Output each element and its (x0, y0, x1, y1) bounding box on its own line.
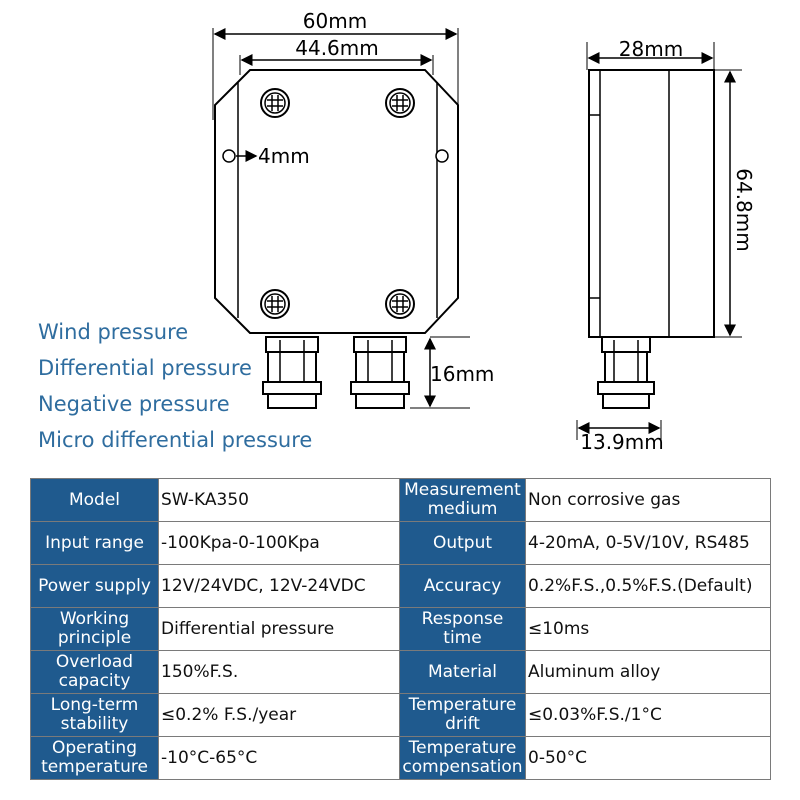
spec-value: 4-20mA, 0-5V/10V, RS485 (525, 521, 771, 565)
spec-label: Operating temperature (30, 736, 159, 780)
spec-label: Overload capacity (30, 650, 159, 694)
table-row: Operating temperature -10°C-65°C Tempera… (30, 736, 771, 780)
table-row: Long-term stability ≤0.2% F.S./year Temp… (30, 693, 771, 737)
dim-fitting-width: 13.9mm (580, 430, 664, 454)
feature-item: Micro differential pressure (38, 428, 313, 452)
fitting-right (350, 336, 410, 409)
spec-label: Measurement medium (399, 478, 526, 522)
spec-table: Model SW-KA350 Measurement medium Non co… (30, 478, 771, 780)
feature-list: Wind pressure Differential pressure Nega… (38, 314, 312, 458)
spec-label: Accuracy (399, 564, 526, 608)
dim-fitting-height: 16mm (430, 362, 494, 386)
mounting-hole-left (222, 149, 236, 163)
spec-value: Differential pressure (158, 607, 400, 651)
spec-value: 12V/24VDC, 12V-24VDC (158, 564, 400, 608)
dim-depth: 28mm (619, 37, 683, 61)
housing-outline (214, 69, 459, 334)
side-view (576, 42, 742, 440)
spec-label: Temperature compensation (399, 736, 526, 780)
spec-value: ≤0.03%F.S./1°C (525, 693, 771, 737)
spec-value: ≤10ms (525, 607, 771, 651)
table-row: Overload capacity 150%F.S. Material Alum… (30, 650, 771, 694)
spec-value: 150%F.S. (158, 650, 400, 694)
table-row: Input range -100Kpa-0-100Kpa Output 4-20… (30, 521, 771, 565)
spec-value: Aluminum alloy (525, 650, 771, 694)
front-view (212, 28, 470, 409)
spec-value: Non corrosive gas (525, 478, 771, 522)
spec-value: -10°C-65°C (158, 736, 400, 780)
feature-item: Negative pressure (38, 392, 230, 416)
feature-item: Differential pressure (38, 356, 252, 380)
feature-item: Wind pressure (38, 320, 189, 344)
spec-label: Temperature drift (399, 693, 526, 737)
screw-icon (385, 289, 415, 319)
spec-label: Long-term stability (30, 693, 159, 737)
spec-label: Model (30, 478, 159, 522)
dim-height: 64.8mm (732, 168, 756, 252)
spec-value: -100Kpa-0-100Kpa (158, 521, 400, 565)
screw-group (260, 88, 415, 319)
table-row: Power supply 12V/24VDC, 12V-24VDC Accura… (30, 564, 771, 608)
dim-width-total: 60mm (303, 9, 367, 33)
spec-label: Material (399, 650, 526, 694)
screw-icon (260, 289, 290, 319)
screw-icon (260, 88, 290, 118)
mounting-hole-right (435, 149, 449, 163)
spec-value: SW-KA350 (158, 478, 400, 522)
spec-value: ≤0.2% F.S./year (158, 693, 400, 737)
spec-value: 0-50°C (525, 736, 771, 780)
side-dimensions (577, 52, 736, 434)
pressure-fittings (262, 336, 410, 409)
spec-label: Response time (399, 607, 526, 651)
table-row: Model SW-KA350 Measurement medium Non co… (30, 478, 771, 522)
dim-hole: 4mm (258, 144, 310, 168)
dim-width-inner: 44.6mm (295, 36, 379, 60)
spec-label: Output (399, 521, 526, 565)
fitting-left (262, 336, 322, 409)
side-fitting (597, 336, 655, 409)
spec-label: Power supply (30, 564, 159, 608)
screw-icon (385, 88, 415, 118)
side-housing (588, 69, 715, 338)
spec-label: Input range (30, 521, 159, 565)
spec-value: 0.2%F.S.,0.5%F.S.(Default) (525, 564, 771, 608)
table-row: Working principle Differential pressure … (30, 607, 771, 651)
front-dimensions (213, 28, 458, 408)
dimension-drawing: 60mm 44.6mm 4mm 16mm 28mm 64.8mm 13.9mm (212, 9, 756, 454)
spec-label: Working principle (30, 607, 159, 651)
